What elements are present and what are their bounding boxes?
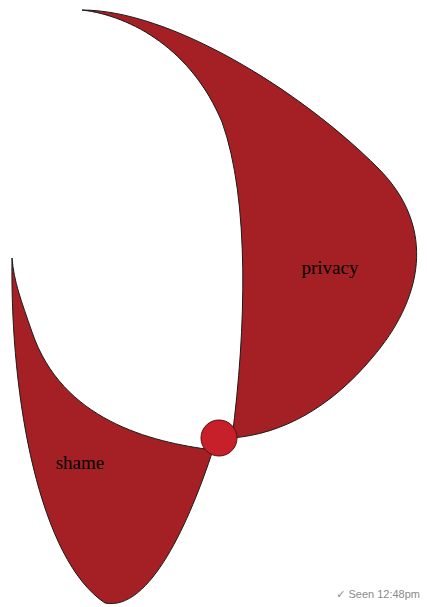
- region-label-box: shame: [52, 450, 109, 477]
- region-label: shame: [56, 452, 105, 475]
- region-label-box: privacy: [298, 255, 363, 282]
- junction-dot: [201, 420, 237, 456]
- region-label: privacy: [302, 257, 359, 280]
- shame-region: [12, 258, 213, 604]
- seen-status: ✓ Seen 12:48pm: [336, 588, 420, 601]
- privacy-region: [82, 10, 417, 438]
